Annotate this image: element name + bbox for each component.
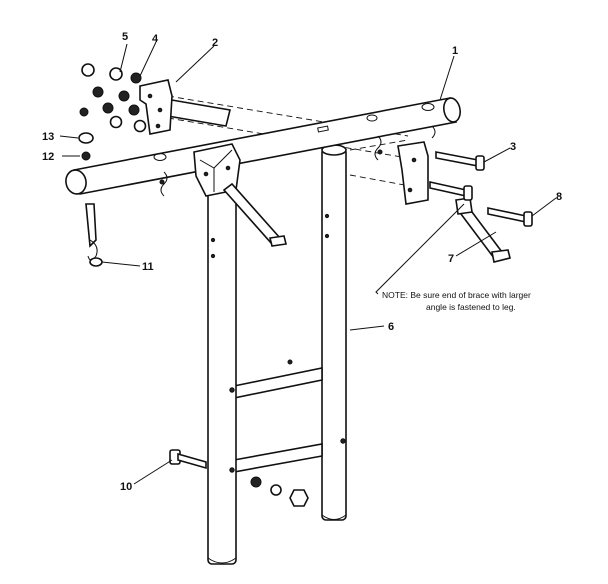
callout-labels: 1 2 3 4 5 6 7 8 10 11 12 13 [42, 31, 562, 493]
nut-cluster-left [81, 63, 147, 133]
callout-2: 2 [212, 37, 218, 49]
rear-leg [321, 144, 347, 521]
top-bar-tube [65, 97, 461, 195]
front-leg [207, 179, 237, 565]
note-line-2: angle is fastened to leg. [426, 302, 516, 312]
bolts-right [429, 151, 533, 227]
left-bracket [139, 79, 173, 135]
right-brace [455, 197, 511, 263]
callout-10: 10 [120, 481, 132, 493]
right-bracket [397, 141, 429, 205]
callout-4: 4 [152, 33, 159, 45]
chain-hanger [85, 203, 103, 267]
washer-and-nut [78, 107, 94, 161]
front-brace [222, 182, 287, 247]
callout-1: 1 [452, 45, 458, 57]
callout-13: 13 [42, 131, 54, 143]
note-line-1: NOTE: Be sure end of brace with larger [382, 290, 531, 300]
leader-lines [59, 41, 557, 485]
callout-5: 5 [122, 31, 128, 43]
assembly-note: NOTE: Be sure end of brace with larger a… [382, 290, 531, 312]
s-hooks [159, 125, 436, 197]
callout-6: 6 [388, 321, 394, 333]
bolt-lower [169, 449, 309, 507]
ladder-rung-upper [233, 359, 323, 399]
callout-3: 3 [510, 141, 516, 153]
ladder-rung-lower [233, 443, 323, 473]
callout-12: 12 [42, 151, 54, 163]
callout-8: 8 [556, 191, 562, 203]
callout-7: 7 [448, 253, 454, 265]
callout-11: 11 [142, 261, 154, 273]
